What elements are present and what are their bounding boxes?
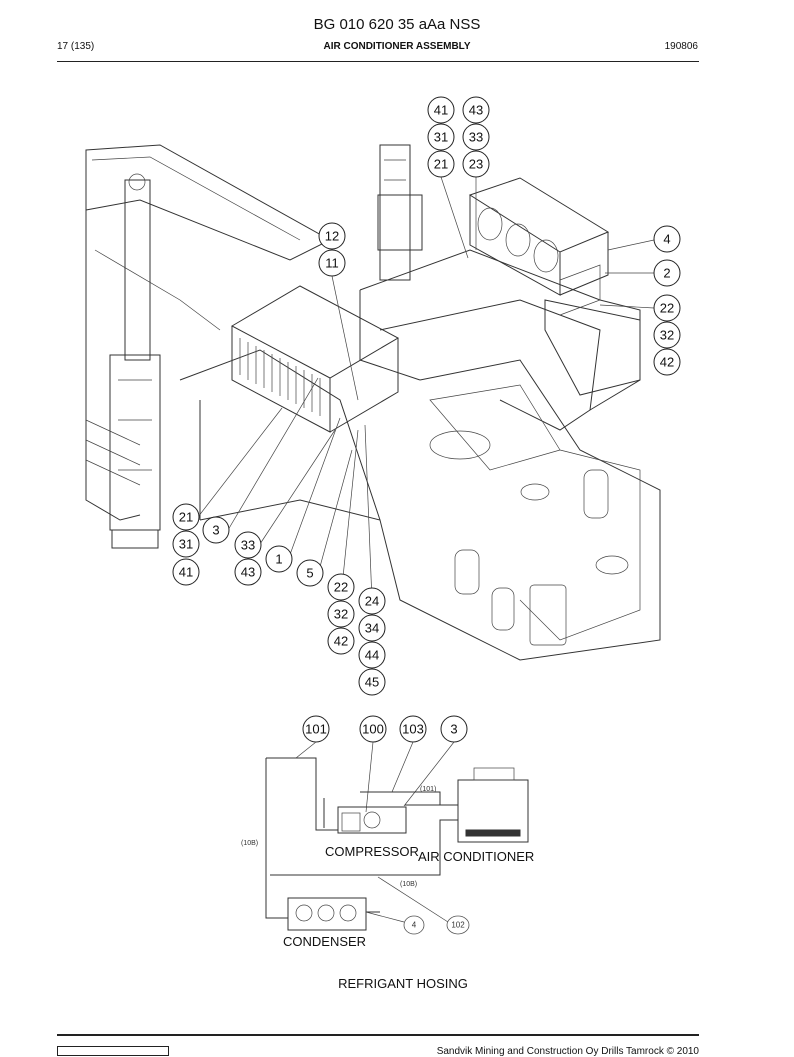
document-code: BG 010 620 35 aAa NSS	[313, 16, 481, 33]
callout-33-lower: 33	[241, 538, 255, 553]
condenser-unit	[468, 177, 610, 316]
callout-22-lower: 22	[334, 580, 348, 595]
callout-24: 24	[365, 594, 379, 609]
callout-31-lower: 31	[179, 537, 193, 552]
callout-22: 22	[660, 301, 674, 316]
callout-3: 3	[212, 523, 219, 538]
condenser-label: CONDENSER	[283, 934, 366, 949]
callout-3-diagram: 3	[450, 722, 457, 737]
leader-lines	[197, 176, 655, 602]
callout-21: 21	[434, 157, 448, 172]
hose-label-10b-left: (10B)	[241, 840, 258, 847]
callout-4: 4	[663, 232, 670, 247]
callout-103: 103	[402, 722, 424, 737]
callout-stack-mid: 12 11	[318, 222, 346, 277]
document-date: 190806	[664, 41, 698, 52]
callout-lower-stack-a: 22 32 42	[327, 573, 355, 655]
callout-43: 43	[469, 103, 483, 118]
callout-2: 2	[663, 266, 670, 281]
callout-lower-stack-b: 24 34 44 45	[358, 587, 386, 696]
callout-stack-top-right: 43 33 23	[462, 96, 490, 178]
footer-copyright: Sandvik Mining and Construction Oy Drill…	[436, 1046, 699, 1057]
callout-42-lower: 42	[334, 634, 348, 649]
callout-43-lower: 43	[241, 565, 255, 580]
hose-label-10b-bottom: (10B)	[400, 881, 417, 888]
callout-33: 33	[469, 130, 483, 145]
callout-1: 1	[275, 552, 282, 567]
header-rule	[57, 61, 699, 62]
callout-5: 5	[306, 566, 313, 581]
callout-32: 32	[660, 328, 674, 343]
diagram-caption: REFRIGANT HOSING	[338, 976, 468, 991]
callout-34: 34	[365, 621, 379, 636]
compressor-label: COMPRESSOR	[325, 844, 419, 859]
callout-31: 31	[434, 130, 448, 145]
callout-41-lower: 41	[179, 565, 193, 580]
callout-23: 23	[469, 157, 483, 172]
small-callout-102: 102	[451, 921, 465, 930]
callout-44: 44	[365, 648, 379, 663]
callout-right-group: 4 2 22 32 42	[653, 225, 681, 376]
callout-41: 41	[434, 103, 448, 118]
callout-42: 42	[660, 355, 674, 370]
callout-100: 100	[362, 722, 384, 737]
refrigerant-diagram: 101 100 103 3 4 102 (101)	[241, 715, 534, 949]
footer-rule	[57, 1034, 699, 1036]
callout-lower-left-group: 21 31 41 3 33 43 1 5	[172, 503, 324, 587]
callout-45: 45	[365, 675, 379, 690]
company-logo	[57, 1046, 169, 1056]
page-number: 17 (135)	[57, 41, 95, 52]
callout-stack-top-left: 41 31 21	[427, 96, 455, 178]
air-conditioner-label: AIR CONDITIONER	[418, 849, 534, 864]
callout-32-lower: 32	[334, 607, 348, 622]
air-conditioner-unit	[230, 285, 400, 433]
callout-101: 101	[305, 722, 327, 737]
page-title: AIR CONDITIONER ASSEMBLY	[323, 41, 471, 52]
callout-11: 11	[325, 256, 339, 271]
frame-linework	[85, 144, 661, 661]
small-callout-4: 4	[412, 921, 417, 930]
hose-label-101: (101)	[420, 786, 436, 793]
callout-12: 12	[325, 229, 339, 244]
callout-21-lower: 21	[179, 510, 193, 525]
